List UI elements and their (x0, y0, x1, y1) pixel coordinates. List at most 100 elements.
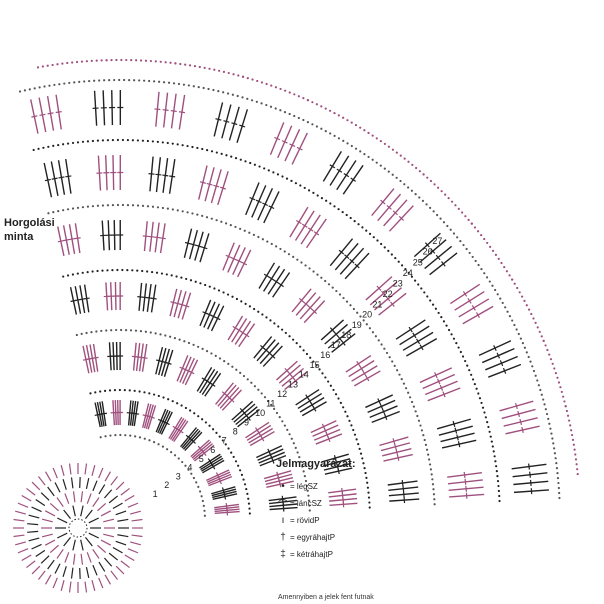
chain-dot (294, 446, 297, 449)
ring-stitch (88, 517, 99, 524)
chain-dot (288, 91, 291, 94)
chain-dot (181, 144, 184, 147)
chain-arc (32, 138, 501, 503)
chain-dot (85, 60, 88, 63)
chain-dot (492, 450, 495, 453)
stitch-crossbar (232, 325, 239, 331)
chain-dot (267, 399, 270, 403)
chain-arcs (18, 58, 579, 517)
chain-dot (497, 489, 500, 493)
chain-dot (184, 464, 187, 467)
chain-dot (307, 494, 310, 497)
chain-dot (139, 330, 143, 333)
chain-dot (379, 140, 382, 143)
chain-dot (135, 59, 138, 62)
ring-stitch (35, 498, 46, 507)
ring-stitch (13, 534, 25, 538)
ring-stitch (115, 510, 127, 516)
chain-dot (556, 471, 559, 475)
chain-dot (105, 329, 108, 332)
stitch-crossbar (392, 210, 398, 216)
stitch-crossbar (241, 261, 248, 266)
chain-dot (432, 210, 435, 213)
chain-dot (46, 64, 49, 67)
stitch-group (110, 399, 124, 426)
chain-arc (542, 339, 567, 408)
stitch-crossbar (239, 407, 245, 414)
chain-dot (481, 406, 485, 409)
chain-dot (148, 392, 151, 395)
chain-dot (275, 411, 279, 415)
stitch-crossbar (419, 344, 424, 351)
chain-dot (203, 66, 206, 69)
chain-dot (385, 351, 389, 355)
chain-dot (342, 406, 345, 409)
stitch-crossbar (260, 344, 266, 350)
chain-arc (241, 75, 310, 102)
chain-dot (288, 433, 291, 436)
chain-dot (569, 424, 572, 427)
chain-dot (404, 387, 408, 390)
stitch-crossbar (262, 202, 269, 207)
chain-dot (231, 93, 234, 96)
ring-stitch (60, 465, 65, 476)
chain-dot (491, 445, 494, 448)
chain-dot (113, 78, 116, 82)
chain-dot (85, 331, 88, 335)
row-number: 5 (199, 454, 204, 464)
chain-dot (162, 396, 165, 399)
chain-dot (420, 287, 423, 290)
chain-dot (284, 331, 287, 335)
chain-dot (430, 473, 433, 476)
chain-dot (337, 114, 340, 117)
chain-dot (549, 358, 553, 361)
chain-dot (124, 434, 127, 437)
ring-stitch (37, 570, 46, 580)
stitch-crossbar (376, 285, 382, 291)
ring-stitch (86, 493, 92, 504)
stitch-group (131, 342, 148, 372)
chain-dot (447, 328, 451, 332)
chain-dot (324, 376, 327, 379)
chain-dot (498, 494, 501, 498)
stitch-crossbar (344, 254, 350, 260)
chart-title: Horgolási minta (4, 216, 55, 244)
chain-dot (126, 138, 130, 142)
chain-dot (95, 330, 98, 333)
chain-dot (490, 440, 493, 443)
ring-stitch (28, 514, 40, 519)
stitch-crossbar (341, 340, 346, 346)
chain-dot (166, 207, 169, 210)
stitch-group (253, 336, 283, 367)
legend-item-treble: ‡ = kétráhajtP (276, 546, 476, 563)
stitch-crossbar (278, 282, 284, 288)
chain-dot (575, 463, 578, 466)
chain-dot (154, 332, 157, 335)
chain-dot (91, 205, 95, 208)
row-number: 25 (413, 257, 423, 267)
chain-dot (411, 163, 414, 166)
chain-dot (359, 315, 362, 318)
chain-dot (160, 272, 164, 275)
chain-dot (329, 109, 332, 112)
chain-dot (484, 416, 487, 419)
chain-dot (239, 158, 242, 161)
stitch-group (211, 486, 238, 500)
chain-dot (253, 385, 256, 388)
chain-dot (242, 478, 245, 481)
stitch-crossbar (184, 241, 192, 245)
chain-dot (270, 84, 273, 87)
ring-stitch (72, 553, 76, 565)
chain-dot (71, 207, 75, 210)
chain-dot (237, 74, 240, 77)
row-number: 8 (233, 427, 238, 437)
chain-dot (299, 184, 302, 187)
chain-dot (274, 86, 278, 89)
chain-dot (576, 468, 579, 471)
stitch-crossbar (384, 413, 388, 420)
chain-arc (511, 278, 545, 342)
chain-dot (306, 489, 309, 492)
chain-dot (429, 179, 433, 183)
stitch-group (320, 319, 356, 353)
stitch-crossbar (307, 305, 313, 311)
